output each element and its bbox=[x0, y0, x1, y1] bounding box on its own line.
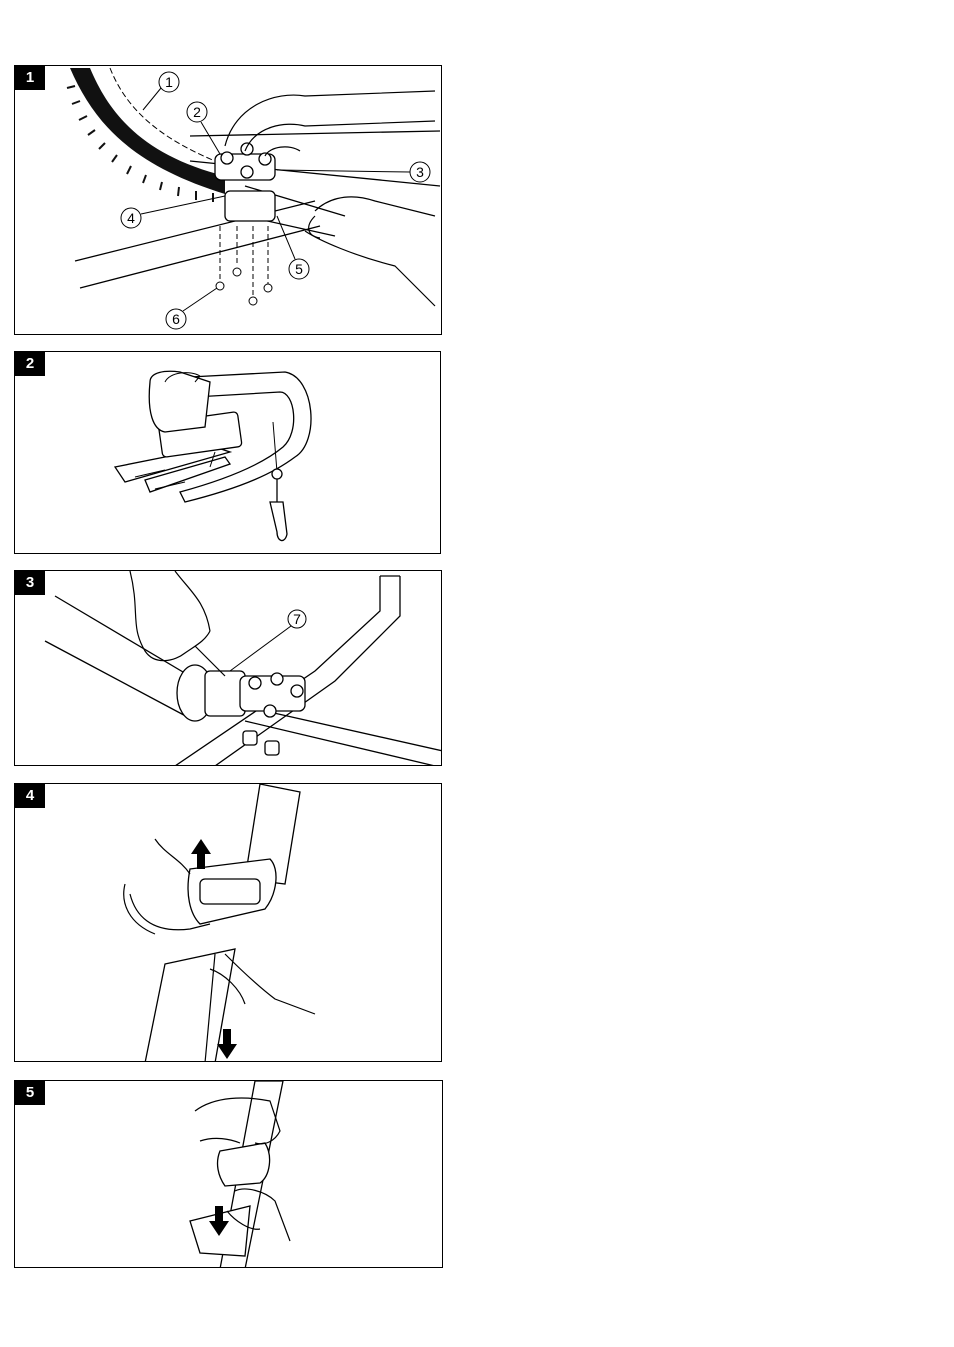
panel-number-3: 3 bbox=[15, 571, 45, 595]
panel-number-1: 1 bbox=[15, 66, 45, 90]
panel-number-4: 4 bbox=[15, 784, 45, 808]
figure-panel-5: 5 bbox=[14, 1080, 443, 1268]
assembly-illustration-1: 1 2 3 4 5 6 bbox=[15, 66, 442, 335]
callout-4: 4 bbox=[127, 210, 135, 226]
panel-number-5: 5 bbox=[15, 1081, 45, 1105]
figure-panel-2: 2 bbox=[14, 351, 441, 554]
callout-6: 6 bbox=[172, 311, 180, 327]
figure-panel-1: 1 2 3 4 5 6 1 bbox=[14, 65, 442, 335]
strap-buckle-illustration bbox=[15, 352, 441, 554]
figure-panel-4: 4 bbox=[14, 783, 442, 1062]
strap-pull-illustration bbox=[15, 1081, 443, 1268]
tensioning-illustration: 7 bbox=[15, 571, 442, 766]
callout-2: 2 bbox=[193, 104, 201, 120]
callout-5: 5 bbox=[295, 261, 303, 277]
panel-number-2: 2 bbox=[15, 352, 45, 376]
figure-panel-3: 7 3 bbox=[14, 570, 442, 766]
callout-1: 1 bbox=[165, 74, 173, 90]
ratchet-release-illustration bbox=[15, 784, 442, 1062]
callout-3: 3 bbox=[416, 164, 424, 180]
callout-7: 7 bbox=[293, 611, 301, 627]
